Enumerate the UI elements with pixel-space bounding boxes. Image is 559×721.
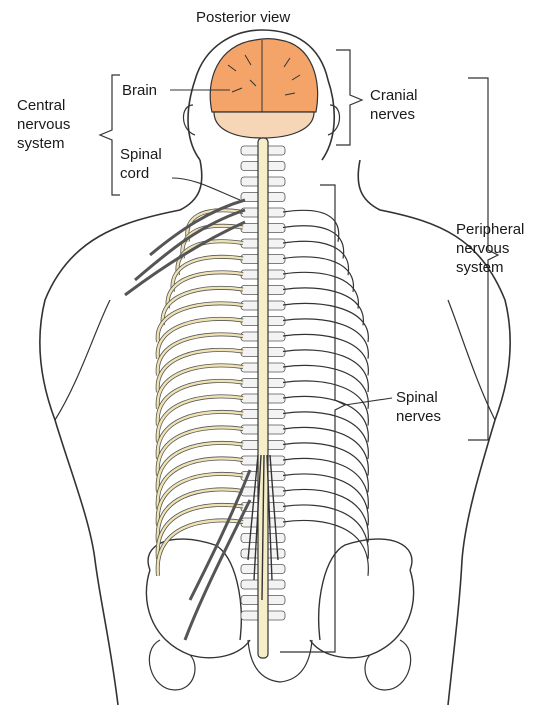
nerve-left [158, 365, 243, 408]
peripheral-line-1: Peripheral [456, 220, 524, 239]
nerve-right [283, 520, 368, 575]
nerve-right [283, 241, 349, 275]
nerve-right [283, 350, 368, 392]
nerve-left [158, 520, 243, 575]
nerve-right [283, 257, 353, 292]
nerve-right [283, 427, 368, 475]
peripheral-line-2: nervous [456, 239, 524, 258]
central-line-1: Central [17, 96, 70, 115]
nerve-left [158, 443, 243, 492]
nerve-right [283, 365, 368, 408]
cranial-line-2: nerves [370, 105, 418, 124]
spinal-nerves-label: Spinal nerves [396, 388, 441, 426]
spinal-nerves-line-2: nerves [396, 407, 441, 426]
nerve-left [158, 458, 243, 509]
brain-shape [210, 39, 317, 113]
cns-bracket [100, 75, 120, 195]
nerve-right [283, 443, 368, 492]
nerve-right [283, 505, 368, 559]
central-line-3: system [17, 134, 70, 153]
nerve-left [158, 520, 243, 575]
spinal-nerves-group [125, 146, 368, 640]
peripheral-line-3: system [456, 258, 524, 277]
sacral-plexus [185, 470, 250, 640]
nerve-right [283, 412, 368, 459]
cranial-line-1: Cranial [370, 86, 418, 105]
nerve-left [158, 458, 243, 509]
nerve-left [158, 334, 243, 375]
nerve-left [158, 381, 243, 426]
spinal-cord-line-2: cord [120, 164, 162, 183]
cranial-bracket [336, 50, 362, 145]
nerve-right [283, 319, 368, 359]
nerve-left [158, 412, 243, 459]
nerve-left [158, 396, 243, 442]
spinal-nerves-bracket [280, 185, 345, 652]
diagram-title: Posterior view [196, 8, 290, 27]
nerve-left [158, 334, 243, 375]
nerve-left [158, 412, 243, 459]
central-line-2: nervous [17, 115, 70, 134]
nerve-right [283, 334, 368, 375]
cord-leader [172, 178, 240, 200]
nerve-right [283, 489, 368, 542]
peripheral-nervous-system-label: Peripheral nervous system [456, 220, 524, 277]
spinal-cord-line-1: Spinal [120, 145, 162, 164]
hip-joint-right [365, 640, 411, 690]
arm-line-left [55, 300, 110, 420]
nerve-right [283, 474, 368, 526]
spinal-cord-shape [258, 138, 268, 658]
nerve-left [158, 427, 243, 475]
hip-joint-left [149, 640, 195, 690]
central-nervous-system-label: Central nervous system [17, 96, 70, 153]
nerve-left [158, 396, 243, 442]
nerve-left [158, 381, 243, 426]
cranial-nerves-label: Cranial nerves [370, 86, 418, 124]
cerebellum-shape [214, 112, 314, 138]
nerve-left [158, 443, 243, 492]
spinal-nerves-line-1: Spinal [396, 388, 441, 407]
nerve-right [283, 458, 368, 509]
spinal-cord-label: Spinal cord [120, 145, 162, 183]
nerve-left [158, 365, 243, 408]
nerve-left [158, 350, 243, 392]
nerve-left [158, 427, 243, 475]
brain-label: Brain [122, 81, 157, 100]
nerve-left [158, 350, 243, 392]
